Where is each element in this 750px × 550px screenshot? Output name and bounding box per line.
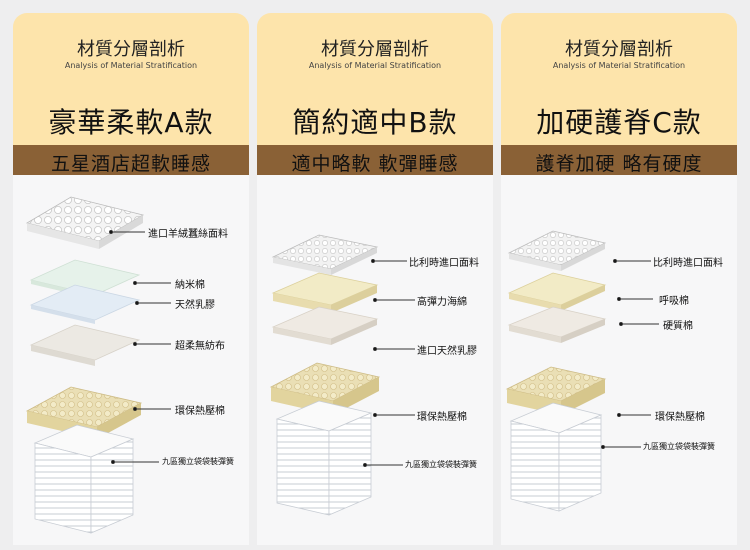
column-b: 材質分層剖析 Analysis of Material Stratificati… [257, 13, 493, 545]
layer-fabric [507, 230, 607, 271]
column-header: 材質分層剖析 Analysis of Material Stratificati… [501, 13, 737, 175]
section-subtitle: Analysis of Material Stratification [64, 61, 198, 70]
layer-label: 超柔無紡布 [175, 341, 225, 352]
column-header: 材質分層剖析 Analysis of Material Stratificati… [13, 13, 249, 175]
tagline: 五星酒店超軟睡感 [50, 153, 211, 175]
layer-label: 九區獨立袋袋裝彈簧 [162, 457, 234, 466]
layer-label: 進口羊絨蠶絲面料 [148, 229, 228, 240]
tagline-band: 適中略軟 軟彈睡感 [257, 145, 493, 175]
layer-fabric [25, 196, 145, 249]
section-subtitle: Analysis of Material Stratification [308, 61, 442, 70]
layer-nonwoven [29, 324, 141, 366]
layer-label: 呼吸棉 [659, 296, 689, 307]
layer-label: 高彈力海綿 [417, 297, 467, 308]
section-title: 材質分層剖析 [565, 39, 673, 60]
layer-stack-illustration [269, 234, 415, 516]
section-title: 材質分層剖析 [321, 39, 429, 60]
layer-label: 比利時進口面料 [653, 258, 723, 269]
layer-pocket-springs [33, 424, 135, 534]
layer-diagram: 比利時進口面料 呼吸棉 硬質棉 環保熱壓棉 九區獨立袋袋裝彈簧 [501, 175, 737, 545]
layer-label: 進口天然乳膠 [417, 346, 477, 357]
layer-label: 納米棉 [175, 280, 205, 291]
product-name: 簡約適中B款 [292, 106, 458, 139]
section-subtitle: Analysis of Material Stratification [552, 61, 686, 70]
layer-label: 比利時進口面料 [409, 258, 479, 269]
layer-latex [29, 284, 141, 324]
layer-foam [271, 272, 379, 313]
layer-label: 環保熱壓棉 [417, 412, 467, 423]
layer-diagram: 進口羊絨蠶絲面料 納米棉 天然乳膠 超柔無紡布 環保熱壓棉 九區獨立袋袋裝彈簧 [13, 175, 249, 545]
layer-pocket-springs [509, 402, 603, 512]
layer-label: 九區獨立袋袋裝彈簧 [405, 460, 477, 469]
layer-stack-illustration [25, 196, 171, 534]
layer-label: 天然乳膠 [175, 300, 215, 311]
layer-breathable-cotton [507, 272, 607, 311]
layer-felt [25, 386, 143, 439]
layer-label: 九區獨立袋袋裝彈簧 [643, 442, 715, 451]
tagline-band: 五星酒店超軟睡感 [13, 145, 249, 175]
tagline-band: 護脊加硬 略有硬度 [501, 145, 737, 175]
layer-latex [271, 306, 379, 345]
product-name: 加硬護脊C款 [536, 106, 702, 139]
layer-label: 硬質棉 [663, 321, 693, 332]
tagline: 適中略軟 軟彈睡感 [291, 153, 459, 175]
layer-stack-illustration [505, 230, 659, 512]
layer-label: 環保熱壓棉 [175, 406, 225, 417]
layer-diagram: 比利時進口面料 高彈力海綿 進口天然乳膠 環保熱壓棉 九區獨立袋袋裝彈簧 [257, 175, 493, 545]
column-header: 材質分層剖析 Analysis of Material Stratificati… [257, 13, 493, 175]
tagline: 護脊加硬 略有硬度 [535, 153, 703, 175]
layer-fabric [271, 234, 379, 275]
product-name: 豪華柔軟A款 [48, 106, 214, 139]
column-c: 材質分層剖析 Analysis of Material Stratificati… [501, 13, 737, 545]
layer-pocket-springs [275, 400, 373, 516]
section-title: 材質分層剖析 [77, 39, 185, 60]
column-a: 材質分層剖析 Analysis of Material Stratificati… [13, 13, 249, 545]
layer-label: 環保熱壓棉 [655, 412, 705, 423]
layer-hard-cotton [507, 306, 607, 343]
